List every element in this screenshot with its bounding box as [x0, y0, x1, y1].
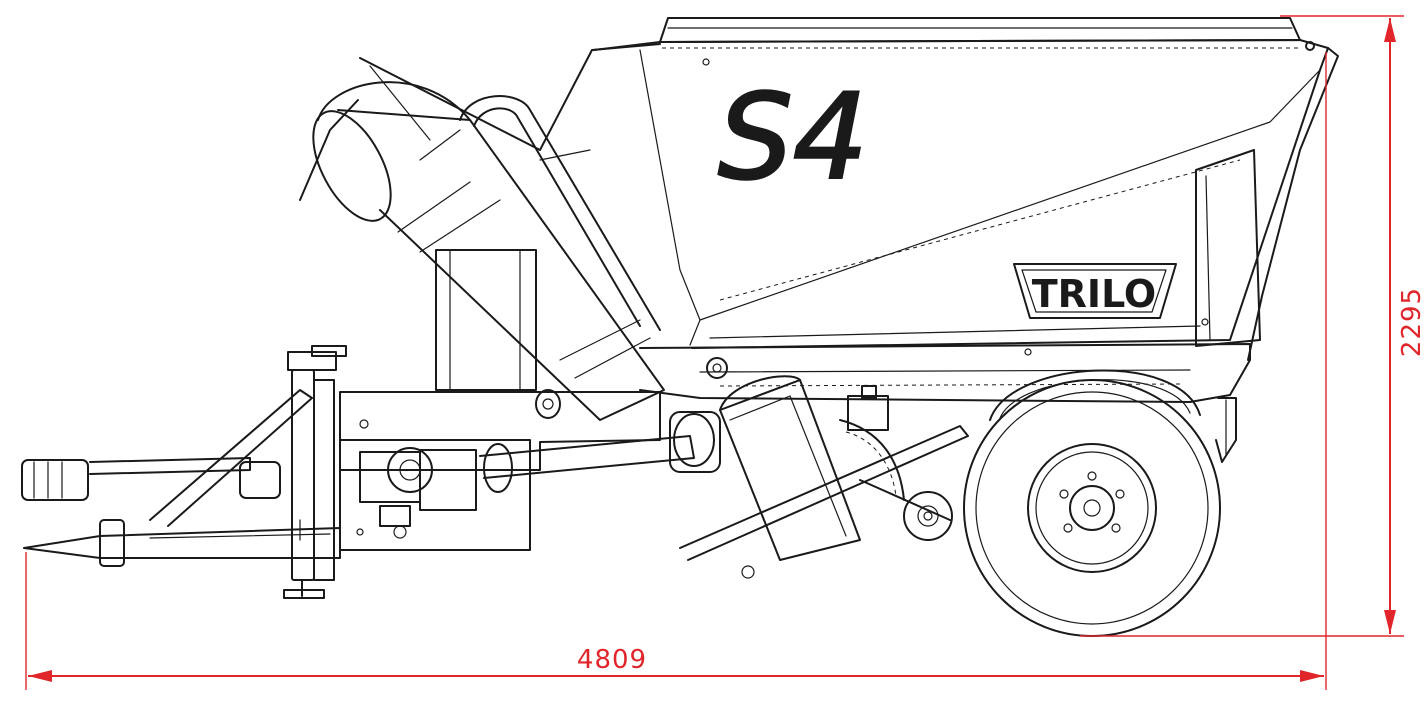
sweeper-head	[669, 375, 969, 579]
height-dimension: 2295	[1080, 15, 1427, 637]
hopper-body	[593, 17, 1339, 463]
intake-tube	[299, 43, 665, 421]
model-logo: S4	[717, 67, 869, 208]
wheel	[963, 379, 1221, 637]
length-label: 4809	[577, 645, 647, 675]
drawbar	[21, 345, 347, 599]
model-mark: S4	[718, 68, 868, 206]
brand-plate: TRILO	[1013, 263, 1177, 319]
length-dimension: 4809	[25, 52, 1327, 690]
height-label: 2295	[1397, 287, 1427, 357]
brand-mark: TRILO	[1032, 272, 1156, 316]
gearbox	[339, 249, 695, 551]
